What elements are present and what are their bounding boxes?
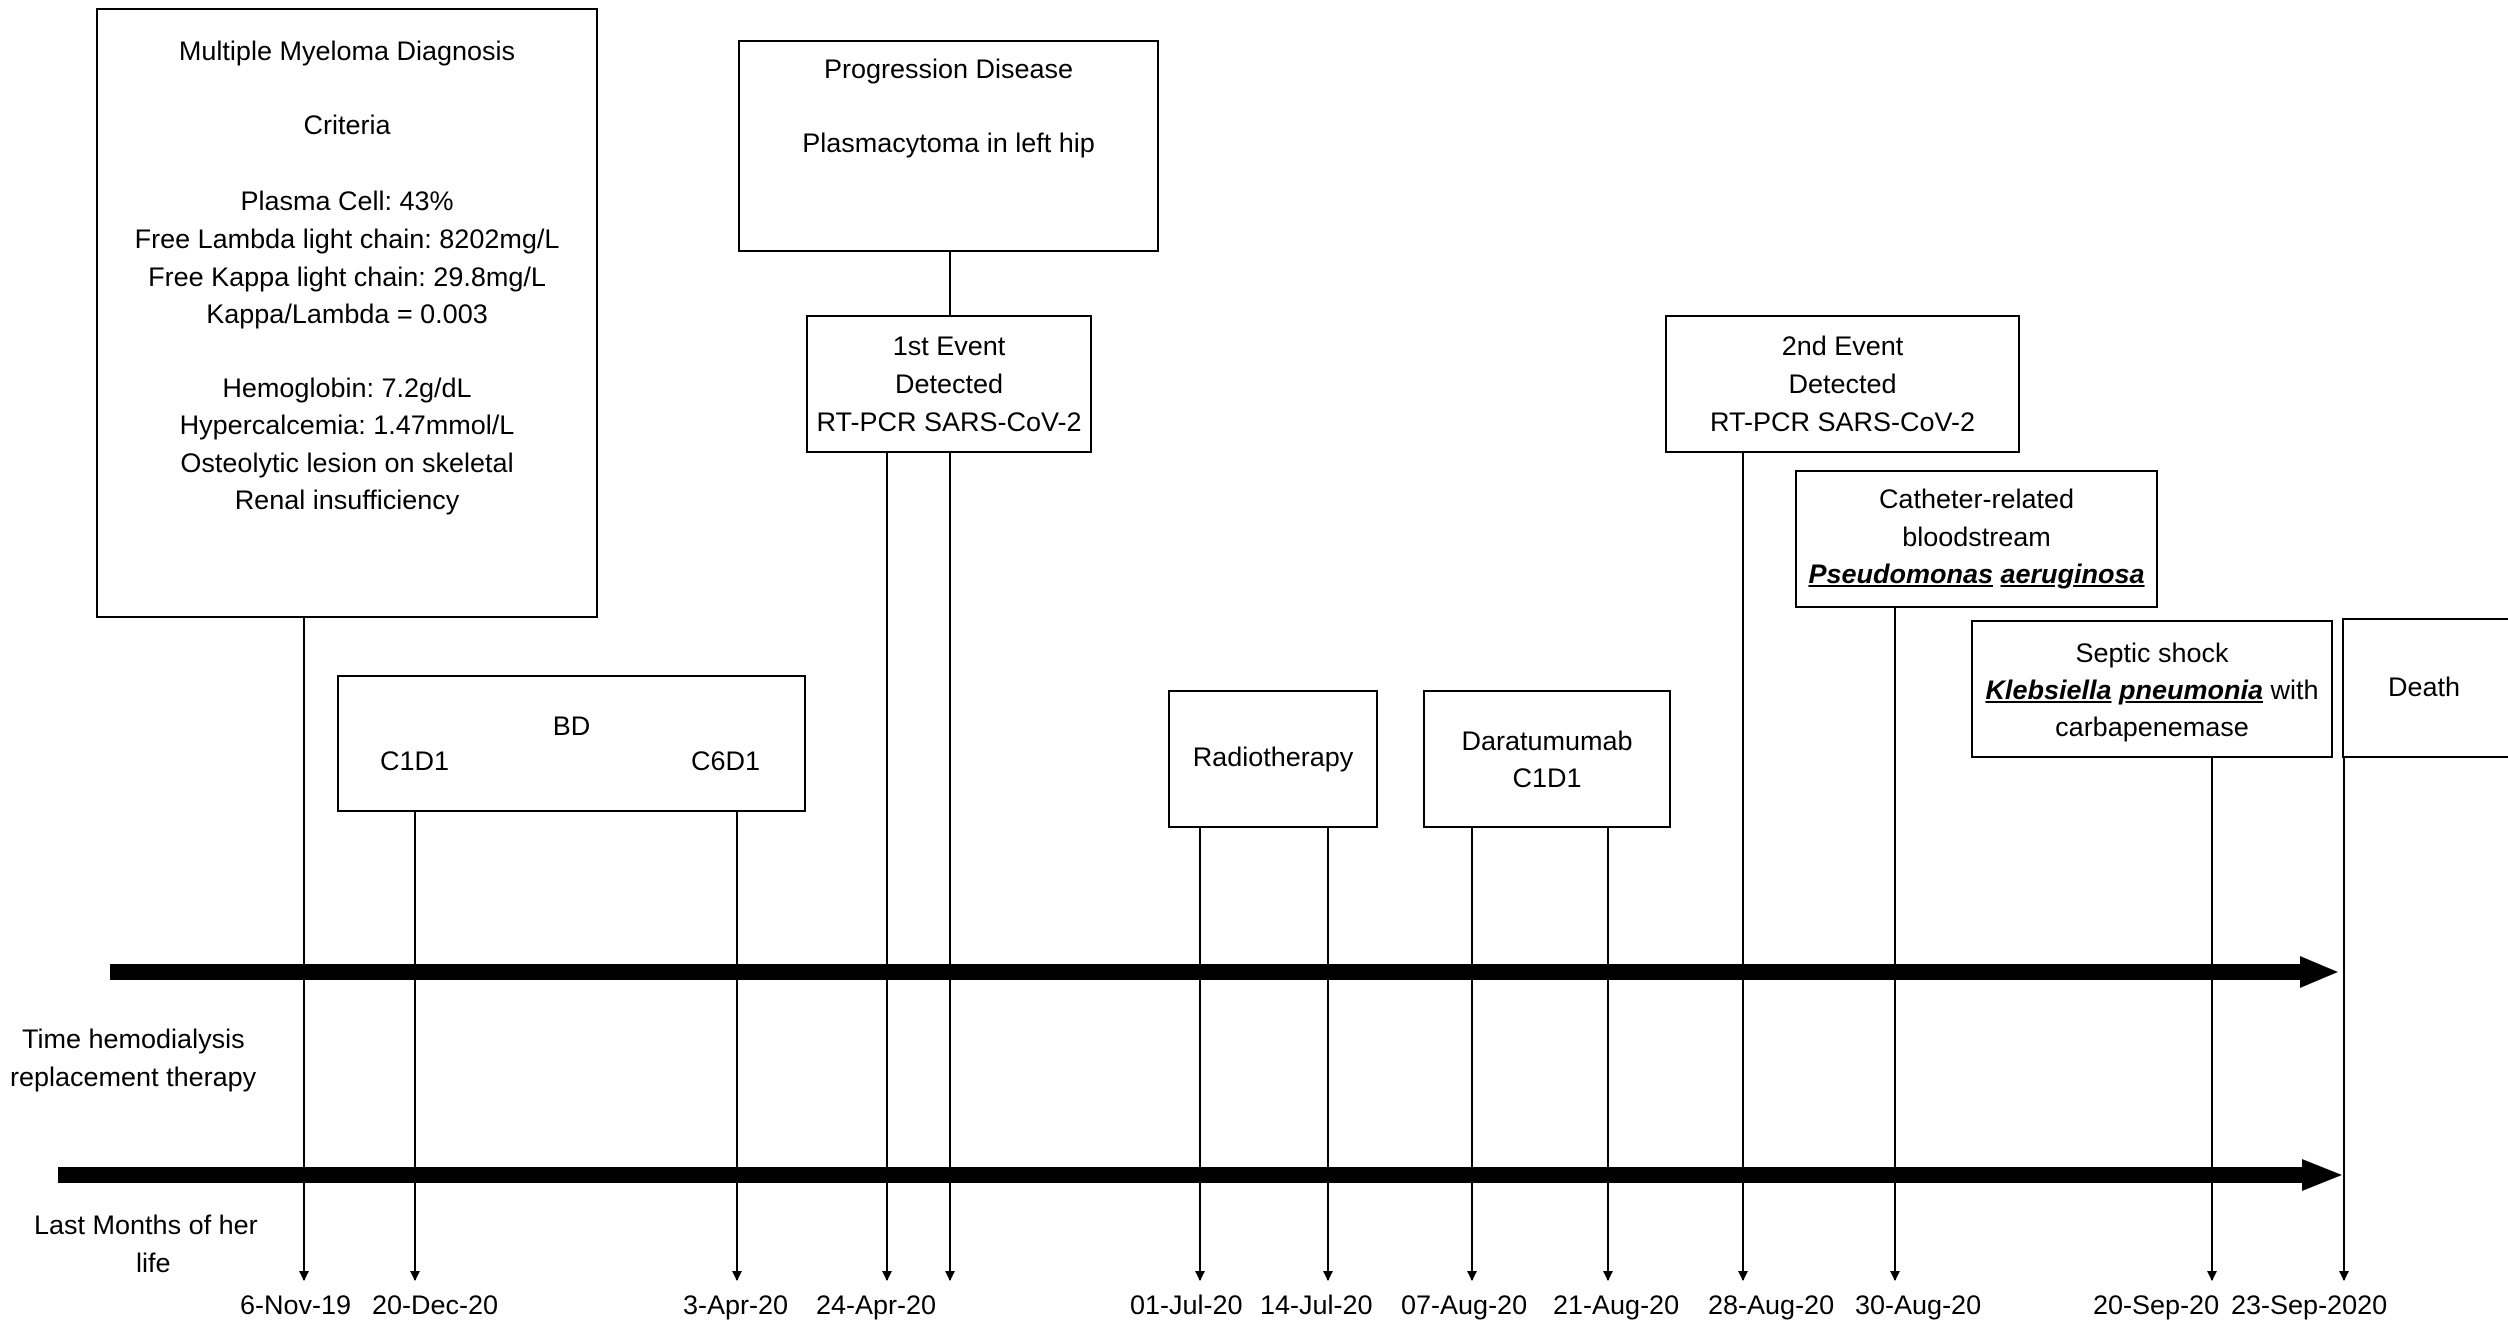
septic-with: with bbox=[2270, 675, 2319, 705]
catheter-genus: Pseudomonas bbox=[1808, 559, 1993, 589]
diagnosis-box bbox=[96, 8, 598, 618]
death-box bbox=[2342, 618, 2508, 758]
date-label: 30-Aug-20 bbox=[1855, 1290, 1982, 1320]
date-label: 01-Jul-20 bbox=[1130, 1290, 1243, 1320]
catheter-box bbox=[1795, 470, 2158, 608]
progression-title: Progression Disease bbox=[823, 54, 1074, 84]
date-label: 3-Apr-20 bbox=[683, 1290, 789, 1320]
event2-box bbox=[1665, 315, 2020, 453]
bd-end-label: C6D1 bbox=[691, 746, 761, 776]
hemodialysis-label-line2: replacement therapy bbox=[10, 1062, 257, 1092]
diagnosis-title: Multiple Myeloma Diagnosis bbox=[178, 36, 516, 66]
hemodialysis-label-line1: Time hemodialysis bbox=[22, 1024, 245, 1054]
last-months-label-line2: life bbox=[136, 1248, 171, 1278]
catheter-line1: Catheter-related bbox=[1878, 484, 2075, 514]
bd-box bbox=[337, 675, 806, 812]
diagnosis-line: Hypercalcemia: 1.47mmol/L bbox=[179, 410, 515, 440]
event2-line1: 2nd Event bbox=[1781, 331, 1904, 361]
septic-line3: carbapenemase bbox=[2055, 712, 2249, 742]
diagnosis-line: Free Kappa light chain: 29.8mg/L bbox=[148, 262, 546, 292]
bd-start-label: C1D1 bbox=[380, 746, 450, 776]
bd-title: BD bbox=[552, 711, 591, 741]
progression-box bbox=[738, 40, 1159, 252]
diagnosis-line: Hemoglobin: 7.2g/dL bbox=[222, 373, 472, 403]
diagnosis-line: Plasma Cell: 43% bbox=[240, 186, 454, 216]
septic-box bbox=[1971, 620, 2333, 758]
event2-line2: Detected bbox=[1788, 369, 1897, 399]
date-label: 24-Apr-20 bbox=[816, 1290, 937, 1320]
date-label: 07-Aug-20 bbox=[1401, 1290, 1528, 1320]
progression-detail: Plasmacytoma in left hip bbox=[802, 128, 1095, 158]
last-months-track-arrow bbox=[58, 1159, 2342, 1191]
diagnosis-line: Kappa/Lambda = 0.003 bbox=[206, 299, 488, 329]
radiotherapy-box bbox=[1168, 690, 1378, 828]
event1-line2: Detected bbox=[894, 369, 1004, 399]
date-label: 21-Aug-20 bbox=[1553, 1290, 1680, 1320]
diagnosis-line: Osteolytic lesion on skeletal bbox=[180, 448, 514, 478]
date-label: 23-Sep-2020 bbox=[2231, 1290, 2388, 1320]
septic-genus: Klebsiella bbox=[1985, 675, 2112, 705]
event1-box bbox=[806, 315, 1092, 453]
septic-line1: Septic shock bbox=[2075, 638, 2229, 668]
daratumumab-line1: Daratumumab bbox=[1461, 726, 1633, 756]
date-label: 14-Jul-20 bbox=[1260, 1290, 1373, 1320]
catheter-line2: bloodstream bbox=[1902, 522, 2051, 552]
death-label: Death bbox=[2388, 672, 2461, 702]
daratumumab-line2: C1D1 bbox=[1512, 763, 1582, 793]
catheter-organism: Pseudomonas aeruginosa bbox=[1795, 555, 2158, 593]
diagnosis-line: Renal insufficiency bbox=[234, 485, 460, 515]
catheter-species: aeruginosa bbox=[2000, 559, 2145, 589]
diagnosis-subtitle: Criteria bbox=[303, 110, 391, 140]
hemodialysis-track-arrow bbox=[110, 956, 2338, 988]
date-label: 20-Sep-20 bbox=[2093, 1290, 2220, 1320]
date-label: 20-Dec-20 bbox=[372, 1290, 499, 1320]
diagnosis-line: Free Lambda light chain: 8202mg/L bbox=[134, 224, 560, 254]
septic-organism: Klebsiella pneumonia with bbox=[1971, 671, 2333, 709]
daratumumab-box bbox=[1423, 690, 1671, 828]
date-label: 28-Aug-20 bbox=[1708, 1290, 1835, 1320]
radiotherapy-label: Radiotherapy bbox=[1192, 742, 1354, 772]
septic-species: pneumonia bbox=[2119, 675, 2264, 705]
event2-line3: RT-PCR SARS-CoV-2 bbox=[1709, 407, 1976, 437]
event1-line1: 1st Event bbox=[892, 331, 1006, 361]
date-label: 6-Nov-19 bbox=[240, 1290, 352, 1320]
last-months-label-line1: Last Months of her bbox=[34, 1210, 258, 1240]
event1-line3: RT-PCR SARS-CoV-2 bbox=[816, 407, 1082, 437]
